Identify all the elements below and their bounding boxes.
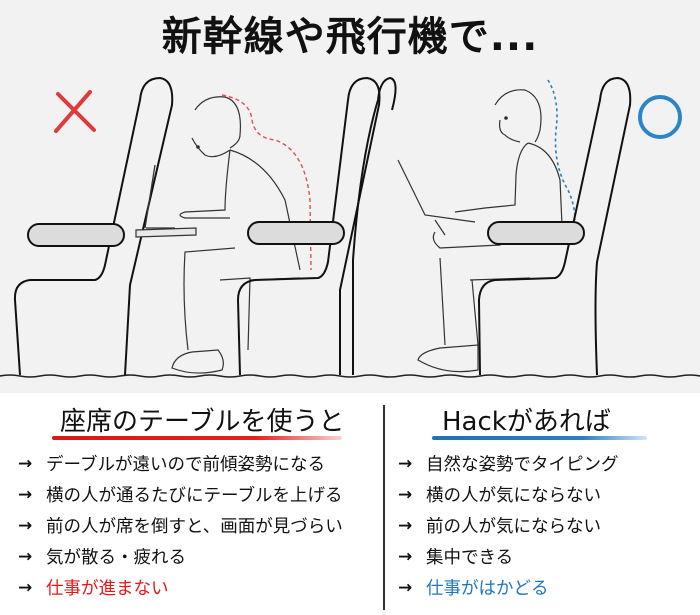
hack-heading: Hackがあれば [442,407,611,437]
floor-line [0,374,700,378]
front-seat-right [352,76,397,375]
red-underline [52,436,342,440]
armrest [247,221,345,245]
arrow-icon: → [398,515,413,536]
spine-line-good [547,79,576,221]
rear-seat-right-scene [477,76,632,376]
arrow-icon: → [398,546,413,567]
hack-list: →自然な姿勢でタイピング →横の人が気にならない →前の人が気にならない →集中… [398,448,619,603]
list-item: →集中できる [398,546,514,569]
comparison-section: 座席のテーブルを使うと →デーブルが遠いので前傾姿勢になる →横の人が通るたびに… [0,393,700,615]
laptop-on-lap [397,159,506,249]
cross-mark-icon [54,90,96,133]
arrow-icon: → [398,577,413,598]
blue-underline [432,436,647,440]
arrow-icon: → [398,453,413,474]
list-item: →気が散る・疲れる [18,546,186,569]
seat-table-heading: 座席のテーブルを使うと [60,407,345,437]
arrow-icon: → [18,515,33,536]
list-item: →横の人が通るたびにテーブルを上げる [18,484,343,507]
spine-line-bad [221,94,312,271]
armrest [27,223,125,247]
list-item: →デーブルが遠いので前傾姿勢になる [18,453,325,476]
list-item: →横の人が気にならない [398,484,601,507]
list-item: →自然な姿勢でタイピング [398,453,619,476]
circle-mark-icon [638,95,682,139]
column-divider [383,405,385,610]
arrow-icon: → [18,546,33,567]
list-item-conclusion: →仕事がはかどる [398,577,549,600]
list-item: →前の人が席を倒すと、画面が見づらい [18,515,343,538]
page-title: 新幹線や飛行機で... [161,14,539,60]
rear-seat-left-scene [236,76,381,376]
laptop [144,164,175,229]
list-item: →前の人が気にならない [398,515,601,538]
arrow-icon: → [18,484,33,505]
seat-table-list: →デーブルが遠いので前傾姿勢になる →横の人が通るたびにテーブルを上げる →前の… [18,448,343,603]
arrow-icon: → [18,453,33,474]
tray-table [135,227,197,238]
illustration-area: 新幹線や飛行機で... [0,0,700,393]
seating-illustration [0,76,700,378]
list-item-conclusion: →仕事が進まない [18,577,169,600]
front-seat-left [13,76,174,376]
arrow-icon: → [18,577,33,598]
arrow-icon: → [398,484,413,505]
armrest [487,221,585,245]
